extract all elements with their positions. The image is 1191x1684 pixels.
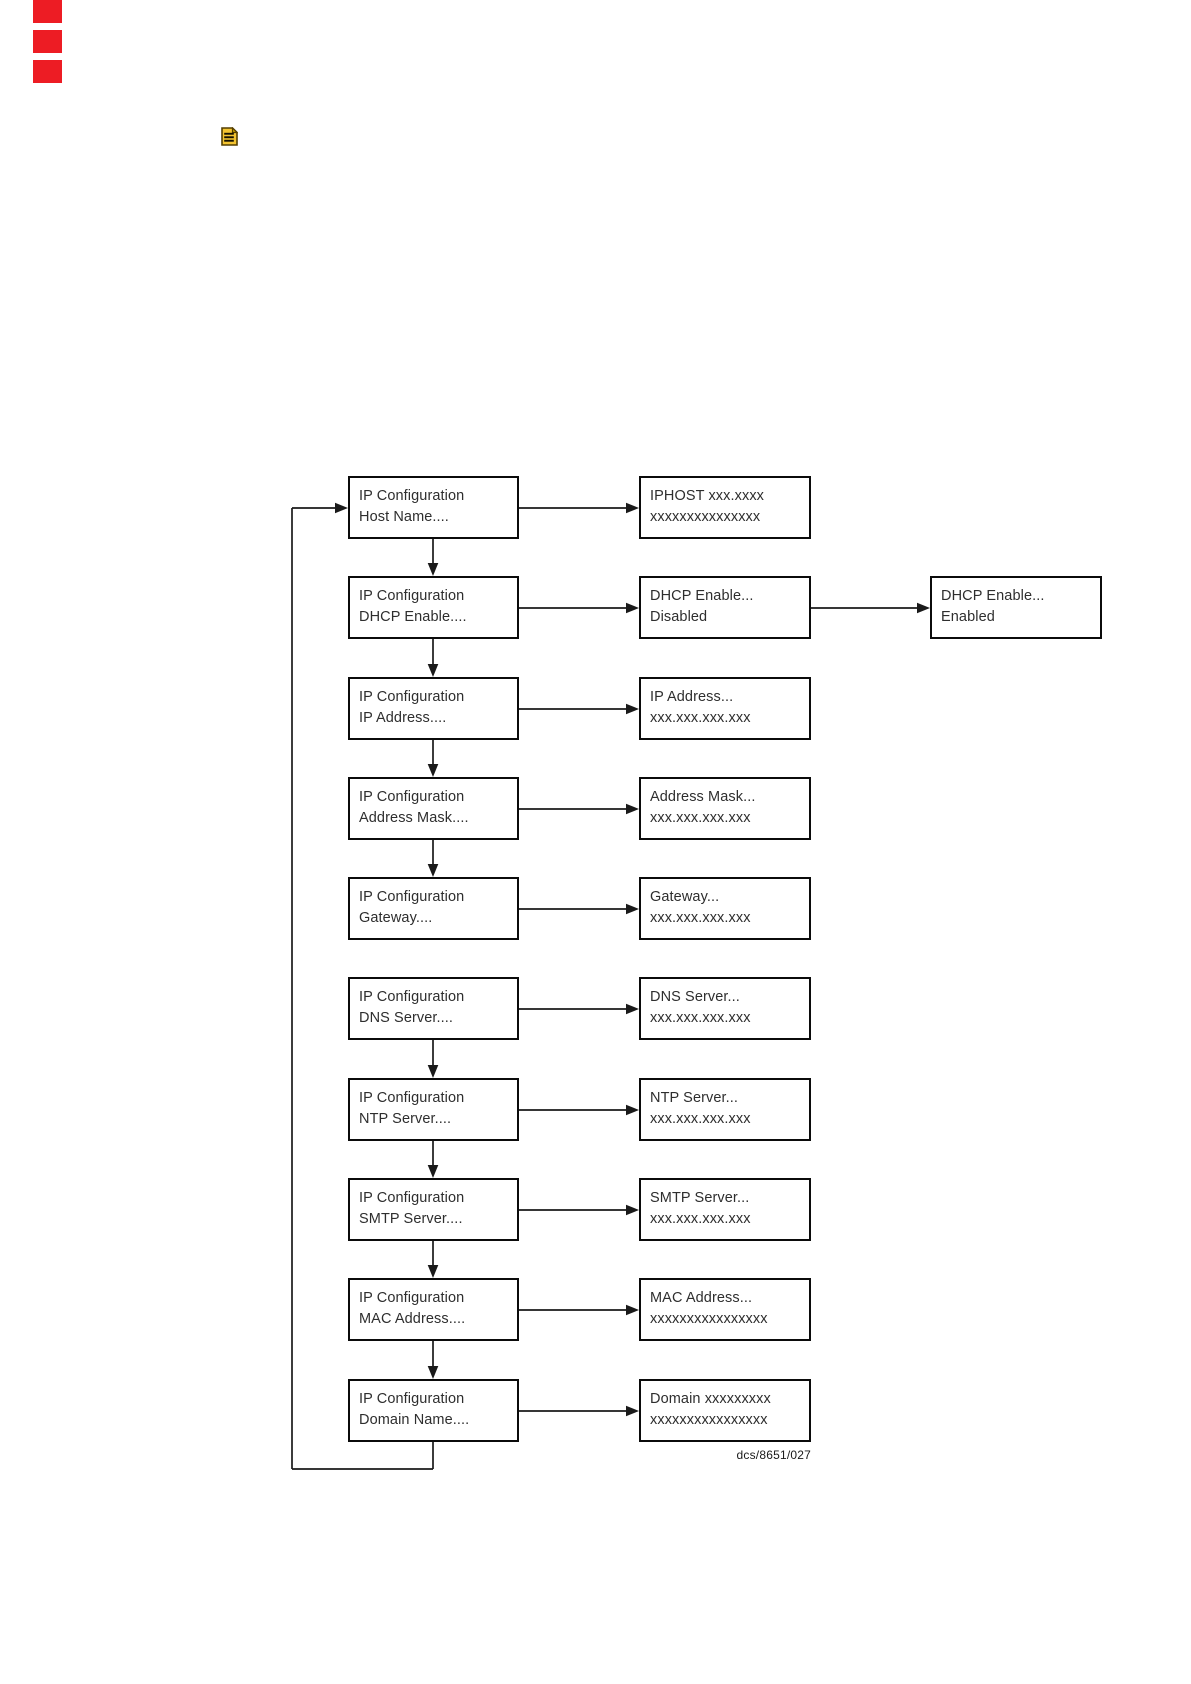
print-edge-marks bbox=[33, 0, 62, 84]
display-box-ntp-server-line-2: xxx.xxx.xxx.xxx bbox=[650, 1111, 751, 1127]
menu-box-ip-address: IP Configuration IP Address.... bbox=[348, 677, 519, 740]
menu-box-smtp-server-line-2: SMTP Server.... bbox=[359, 1211, 463, 1227]
display-box-dhcp-enable-alt-line-2: Enabled bbox=[941, 609, 995, 625]
red-mark bbox=[33, 60, 62, 83]
arrowhead bbox=[427, 1165, 439, 1178]
menu-box-host-name-line-1: IP Configuration bbox=[359, 488, 465, 504]
menu-box-address-mask-line-1: IP Configuration bbox=[359, 789, 465, 805]
arrowhead bbox=[626, 903, 639, 915]
menu-box-host-name-line-2: Host Name.... bbox=[359, 509, 449, 525]
arrowhead bbox=[626, 1003, 639, 1015]
display-box-dhcp-enable-alt: DHCP Enable... Enabled bbox=[930, 576, 1102, 639]
menu-box-dhcp-enable-line-1: IP Configuration bbox=[359, 588, 465, 604]
display-box-smtp-server-line-2: xxx.xxx.xxx.xxx bbox=[650, 1211, 751, 1227]
display-box-dhcp-enable-line-1: DHCP Enable... bbox=[650, 588, 754, 604]
display-box-address-mask: Address Mask... xxx.xxx.xxx.xxx bbox=[639, 777, 811, 840]
display-box-dhcp-enable: DHCP Enable... Disabled bbox=[639, 576, 811, 639]
arrowhead bbox=[335, 502, 348, 514]
menu-box-dhcp-enable-line-2: DHCP Enable.... bbox=[359, 609, 467, 625]
arrowhead bbox=[427, 764, 439, 777]
arrowhead bbox=[427, 864, 439, 877]
arrowhead bbox=[626, 1304, 639, 1316]
arrowhead bbox=[427, 1265, 439, 1278]
red-mark bbox=[33, 0, 62, 23]
arrowhead bbox=[626, 602, 639, 614]
display-box-ip-address-line-2: xxx.xxx.xxx.xxx bbox=[650, 710, 751, 726]
display-box-smtp-server-line-1: SMTP Server... bbox=[650, 1190, 750, 1206]
menu-box-domain-name-line-2: Domain Name.... bbox=[359, 1412, 470, 1428]
note-icon-glyph bbox=[221, 126, 239, 146]
arrowhead bbox=[626, 803, 639, 815]
menu-box-ntp-server-line-2: NTP Server.... bbox=[359, 1111, 452, 1127]
display-box-dns-server: DNS Server... xxx.xxx.xxx.xxx bbox=[639, 977, 811, 1040]
display-box-domain-name-line-2: xxxxxxxxxxxxxxxx bbox=[650, 1412, 768, 1428]
menu-box-domain-name-line-1: IP Configuration bbox=[359, 1391, 465, 1407]
display-box-dns-server-line-1: DNS Server... bbox=[650, 989, 740, 1005]
display-box-ip-address: IP Address... xxx.xxx.xxx.xxx bbox=[639, 677, 811, 740]
display-box-dhcp-enable-alt-line-1: DHCP Enable... bbox=[941, 588, 1045, 604]
menu-box-dns-server-line-2: DNS Server.... bbox=[359, 1010, 454, 1026]
display-box-ip-address-line-1: IP Address... bbox=[650, 689, 734, 705]
display-box-mac-address-line-1: MAC Address... bbox=[650, 1290, 753, 1306]
arrowhead bbox=[626, 1405, 639, 1417]
menu-box-ip-address-line-1: IP Configuration bbox=[359, 689, 465, 705]
display-box-ntp-server-line-1: NTP Server... bbox=[650, 1090, 739, 1106]
menu-box-ip-address-line-2: IP Address.... bbox=[359, 710, 447, 726]
display-box-mac-address: MAC Address... xxxxxxxxxxxxxxxx bbox=[639, 1278, 811, 1341]
note-icon bbox=[221, 126, 239, 146]
menu-box-dns-server-line-1: IP Configuration bbox=[359, 989, 465, 1005]
red-mark bbox=[33, 30, 62, 53]
display-box-ntp-server: NTP Server... xxx.xxx.xxx.xxx bbox=[639, 1078, 811, 1141]
display-box-address-mask-line-1: Address Mask... bbox=[650, 789, 756, 805]
display-box-mac-address-line-2: xxxxxxxxxxxxxxxx bbox=[650, 1311, 768, 1327]
arrowhead bbox=[427, 563, 439, 576]
display-box-gateway: Gateway... xxx.xxx.xxx.xxx bbox=[639, 877, 811, 940]
menu-box-gateway-line-2: Gateway.... bbox=[359, 910, 433, 926]
arrowhead bbox=[427, 1065, 439, 1078]
menu-box-mac-address-line-2: MAC Address.... bbox=[359, 1311, 466, 1327]
arrowhead bbox=[626, 502, 639, 514]
display-box-smtp-server: SMTP Server... xxx.xxx.xxx.xxx bbox=[639, 1178, 811, 1241]
display-box-host-name-line-1: IPHOST xxx.xxxx bbox=[650, 488, 765, 504]
arrowhead bbox=[626, 703, 639, 715]
menu-box-address-mask-line-2: Address Mask.... bbox=[359, 810, 469, 826]
display-box-gateway-line-1: Gateway... bbox=[650, 889, 720, 905]
display-box-gateway-line-2: xxx.xxx.xxx.xxx bbox=[650, 910, 751, 926]
menu-box-mac-address-line-1: IP Configuration bbox=[359, 1290, 465, 1306]
display-box-host-name-line-2: xxxxxxxxxxxxxxx bbox=[650, 509, 761, 525]
display-box-dns-server-line-2: xxx.xxx.xxx.xxx bbox=[650, 1010, 751, 1026]
display-box-dhcp-enable-line-2: Disabled bbox=[650, 609, 708, 625]
figure-id-caption: dcs/8651/027 bbox=[736, 1448, 811, 1462]
arrowhead bbox=[626, 1204, 639, 1216]
arrowhead bbox=[626, 1104, 639, 1116]
display-box-host-name: IPHOST xxx.xxxx xxxxxxxxxxxxxxx bbox=[639, 476, 811, 539]
menu-box-smtp-server-line-1: IP Configuration bbox=[359, 1190, 465, 1206]
menu-box-ntp-server-line-1: IP Configuration bbox=[359, 1090, 465, 1106]
arrowhead bbox=[427, 664, 439, 677]
display-box-domain-name-line-1: Domain xxxxxxxxx bbox=[650, 1391, 771, 1407]
arrowhead bbox=[917, 602, 930, 614]
arrowhead bbox=[427, 1366, 439, 1379]
display-box-domain-name: Domain xxxxxxxxx xxxxxxxxxxxxxxxx bbox=[639, 1379, 811, 1442]
menu-box-gateway-line-1: IP Configuration bbox=[359, 889, 465, 905]
display-box-address-mask-line-2: xxx.xxx.xxx.xxx bbox=[650, 810, 751, 826]
